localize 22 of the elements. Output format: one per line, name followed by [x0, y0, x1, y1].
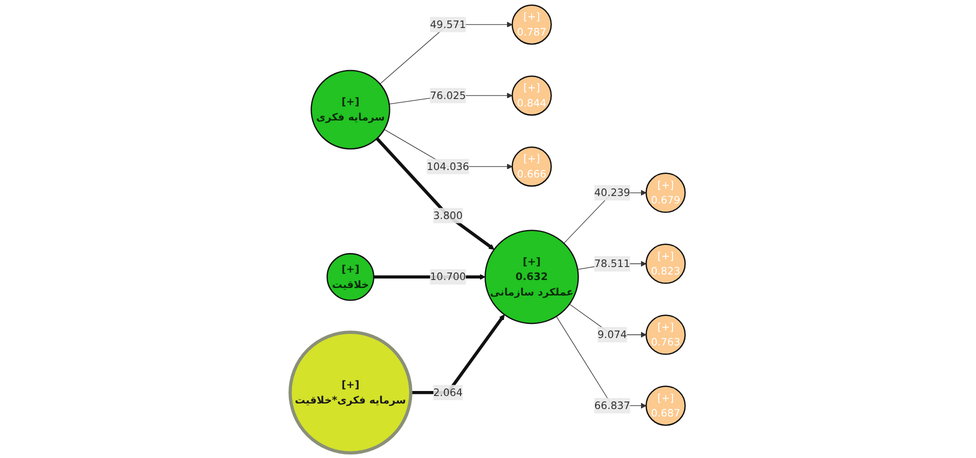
edge-label: 10.700	[430, 270, 466, 283]
node-circle: [+] 0.666	[512, 146, 552, 187]
node-circle: [+] 0.679	[646, 172, 686, 213]
edge-label: 78.511	[594, 257, 631, 270]
node-circle: [+] 0.844	[512, 75, 552, 116]
edge-label: 49.571	[430, 18, 466, 30]
arrow	[556, 316, 647, 409]
edge-label: 9.074	[598, 328, 628, 341]
node-circle: [+] سرمایه فکری*خلاقیت	[288, 330, 413, 454]
node-circle: [+] 0.763	[646, 314, 686, 355]
node-circle: [+] خلاقیت	[326, 253, 375, 301]
node-circle: [+] سرمایه فکری	[311, 70, 391, 150]
edge-label: 76.025	[430, 89, 466, 102]
node-circle: [+] 0.687	[646, 386, 686, 426]
edge-label: 66.837	[594, 399, 631, 412]
edge-label: 2.064	[434, 386, 464, 398]
edge-label: 104.036	[427, 160, 470, 172]
arrow	[376, 137, 495, 250]
edge-label: 3.800	[434, 209, 464, 222]
node-circle: [+] 0.823	[646, 244, 686, 284]
edge-label: 40.239	[594, 186, 631, 199]
node-circle: [+] 0.787	[512, 4, 552, 45]
